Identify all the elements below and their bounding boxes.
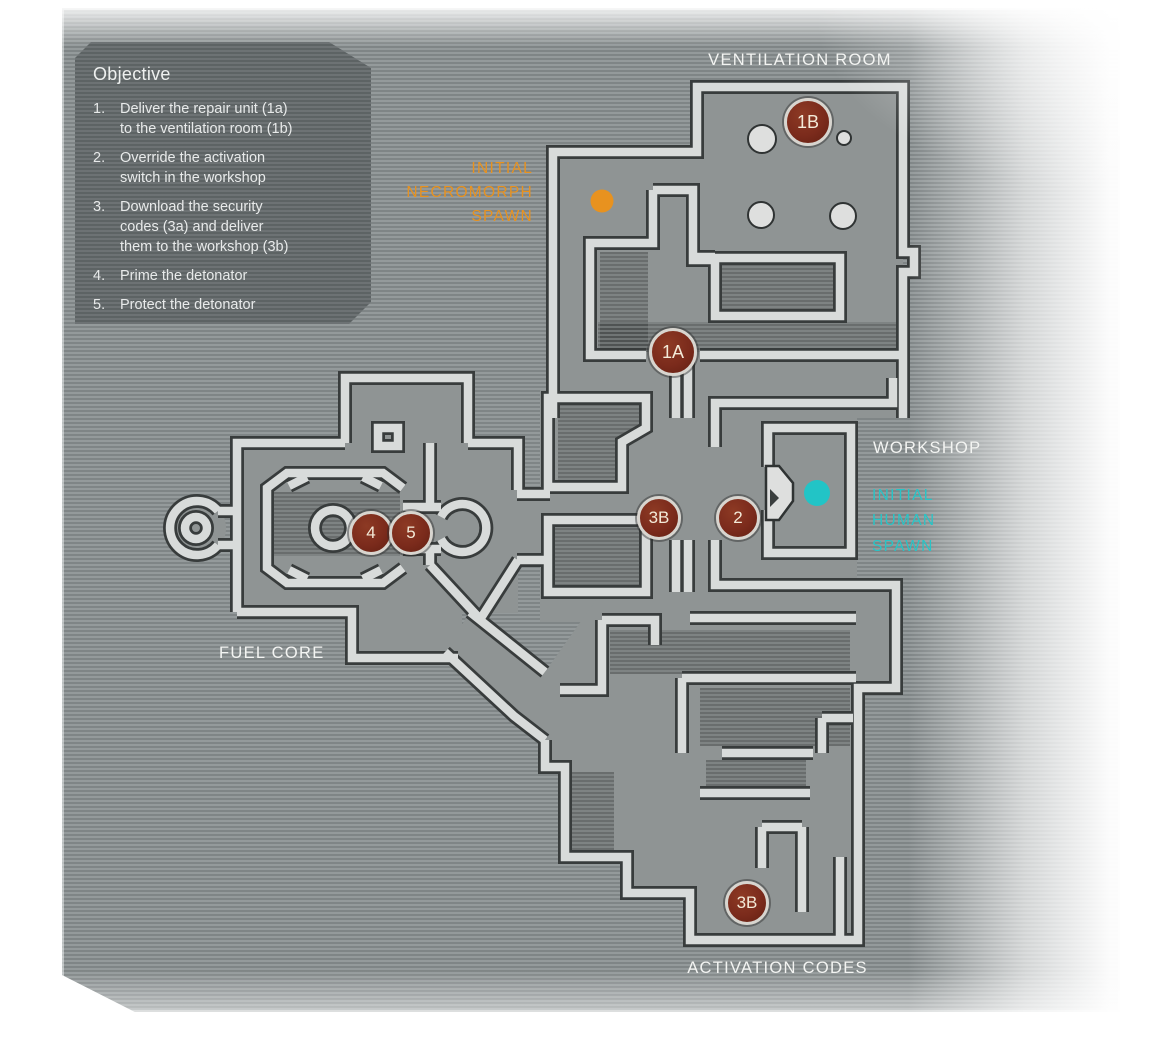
marker-3b-activation: 3B <box>725 881 769 925</box>
objective-title: Objective <box>93 64 171 84</box>
marker-2: 2 <box>716 496 760 540</box>
human-spawn-dot <box>804 480 830 506</box>
objective-item-3: 3. Download the security codes (3a) and … <box>93 199 289 255</box>
marker-1a: 1A <box>649 328 697 376</box>
label-initial-human-spawn: INITIAL HUMAN SPAWN <box>872 487 936 555</box>
label-ventilation-room: VENTILATION ROOM <box>708 51 892 69</box>
objective-panel: Objective 1. Deliver the repair unit (1a… <box>75 42 371 324</box>
label-workshop: WORKSHOP <box>873 439 982 457</box>
necromorph-spawn-dot <box>590 189 614 213</box>
marker-1b: 1B <box>784 98 832 146</box>
label-initial-necromorph-spawn: INITIAL NECROMORPH SPAWN <box>406 160 533 226</box>
objective-item-2: 2. Override the activation switch in the… <box>93 150 266 186</box>
marker-4: 4 <box>349 511 393 555</box>
objective-item-4: 4. Prime the detonator <box>93 268 248 284</box>
label-fuel-core: FUEL CORE <box>219 644 325 662</box>
marker-3b-corridor: 3B <box>637 496 681 540</box>
objective-item-1: 1. Deliver the repair unit (1a) to the v… <box>93 101 293 137</box>
objective-item-5: 5. Protect the detonator <box>93 297 256 313</box>
marker-5: 5 <box>389 511 433 555</box>
label-activation-codes: ACTIVATION CODES <box>687 959 868 977</box>
